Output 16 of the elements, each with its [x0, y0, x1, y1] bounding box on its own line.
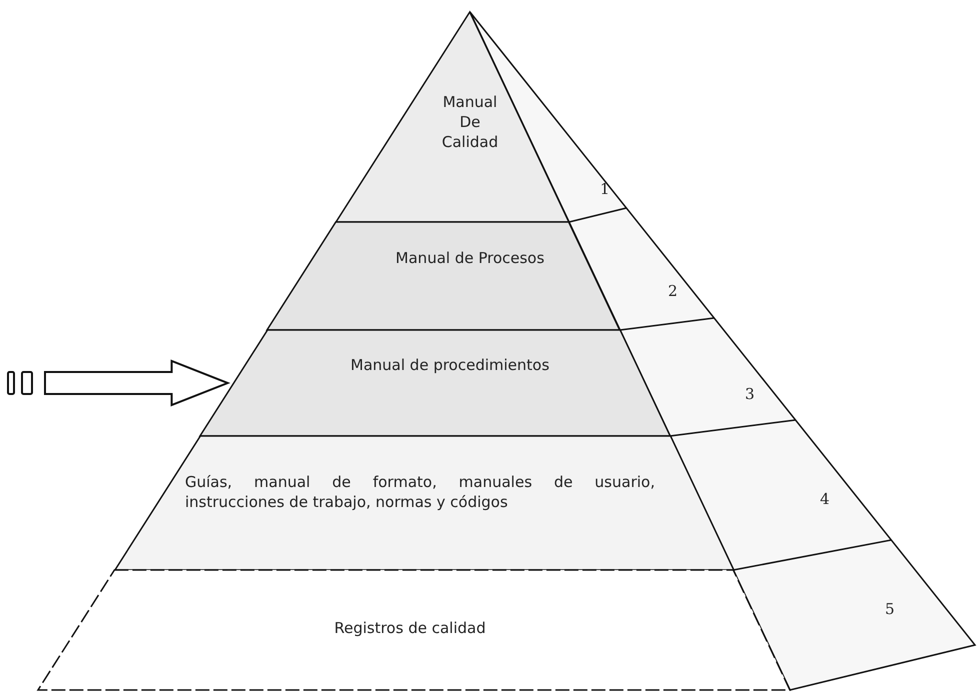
level-label: Guías, manual de formato, manuales de usuario, instrucciones de trabajo, normas y códigos	[184, 472, 655, 512]
level-number: 4	[820, 490, 830, 508]
pyramid-level	[267, 222, 620, 330]
level-number: 2	[668, 282, 678, 300]
pyramid-level	[38, 570, 790, 690]
level-label: Manual de Procesos	[394, 248, 546, 268]
level-number: 3	[745, 385, 755, 403]
level-number: 1	[600, 180, 610, 198]
pyramid-level	[114, 436, 734, 570]
level-number: 5	[885, 600, 895, 618]
level-label: Manual de procedimientos	[350, 355, 550, 375]
block-arrow	[44, 360, 230, 406]
level-label: Registros de calidad	[333, 618, 487, 638]
level-label: Manual De Calidad	[440, 92, 500, 152]
pyramid-level	[200, 330, 670, 436]
pyramid-level	[336, 12, 570, 222]
